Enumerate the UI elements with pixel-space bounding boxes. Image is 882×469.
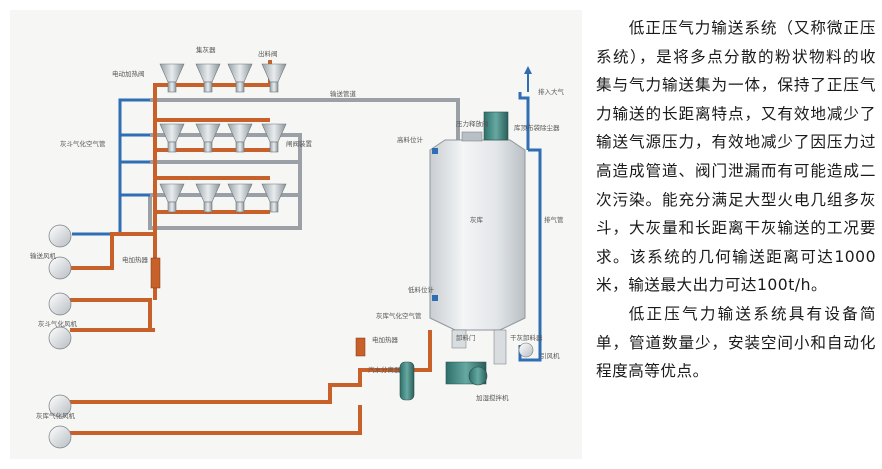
air-pipe <box>72 92 542 362</box>
ash-silo-fan-1 <box>48 394 72 418</box>
article-paragraph-1: 低正压气力输送系统（又称微正压系统），是将多点分散的粉状物料的收集与气力输送集为… <box>596 19 876 295</box>
label-gate-valve: 闸阀装置 <box>286 139 313 148</box>
blowers <box>48 224 72 449</box>
induced-fan <box>518 342 534 358</box>
pressure-release-valve <box>461 131 483 142</box>
bag-filter <box>483 111 509 141</box>
electric-heater <box>150 257 161 289</box>
label-bag-filter: 库顶布袋除尘器 <box>514 123 560 132</box>
silo <box>429 66 532 331</box>
dry-discharger <box>493 329 507 365</box>
label-discharge-gate: 卸料门 <box>456 333 476 342</box>
label-fluidizing-air-pipe: 灰库气化空气管 <box>376 311 422 320</box>
level-gauge-high-marker <box>432 148 438 154</box>
to-atmosphere-arrow <box>524 66 532 74</box>
conveying-fan-2 <box>48 256 72 280</box>
label-top-ash-hopper: 集灰器 <box>196 45 216 54</box>
label-conveying-pipe: 输送管道 <box>330 89 357 98</box>
label-ash-air-lift-pipe: 灰斗气化空气管 <box>60 139 106 148</box>
label-pressure-release-valve: 压力释放阀 <box>456 119 489 128</box>
article-paragraph-2: 低正压气力输送系统具有设备简单，管道数量少，安装空间小和自动化程度高等优点。 <box>596 304 876 381</box>
ash-silo-fan-2 <box>48 425 72 449</box>
label-ash-fan-2: 灰库气化风机 <box>36 411 76 420</box>
label-silo: 灰库 <box>470 215 484 224</box>
conveying-fan-1 <box>48 224 72 248</box>
ash-fluidizing-fan-2 <box>48 326 72 350</box>
label-electric-heater: 电加热器 <box>122 255 149 264</box>
label-dry-discharger: 干灰卸料器 <box>510 333 543 342</box>
label-level-gauge-low: 低料位计 <box>408 285 435 294</box>
label-conveying-fan: 输送风机 <box>30 251 57 260</box>
level-gauge-low-marker <box>432 295 438 301</box>
label-exhaust-pipe: 排气管 <box>544 215 564 224</box>
discharge-gate <box>451 329 467 349</box>
label-to-atmosphere: 排入大气 <box>538 87 565 96</box>
label-induced-fan: 引风机 <box>540 351 560 360</box>
label-electric-heater-valve: 电动加热阀 <box>112 69 145 78</box>
label-discharge-valve: 出料阀 <box>258 49 278 58</box>
diagram-labels: 集灰器 出料阀 电动加热阀 输送管道 灰斗气化空气管 闸阀装置 输送风机 电加热… <box>30 45 565 420</box>
label-electric-heater-2: 电加热器 <box>372 335 399 344</box>
label-humidifier-mixer: 加湿搅拌机 <box>476 393 509 402</box>
label-steam-separator: 汽水分离器 <box>368 365 401 374</box>
conveying-pipe <box>148 98 460 230</box>
steam-separator <box>399 361 415 401</box>
article-text: 低正压气力输送系统（又称微正压系统），是将多点分散的粉状物料的收集与气力输送集为… <box>596 14 876 386</box>
label-ash-fluidizing-fan: 灰斗气化风机 <box>38 319 78 328</box>
ash-fluidizing-fan-1 <box>48 292 72 316</box>
silo-bottom-equipment <box>355 329 534 401</box>
ash-hopper-rows <box>159 63 287 213</box>
electric-heater-2 <box>355 337 366 357</box>
label-level-gauge-high: 高料位计 <box>397 135 424 144</box>
